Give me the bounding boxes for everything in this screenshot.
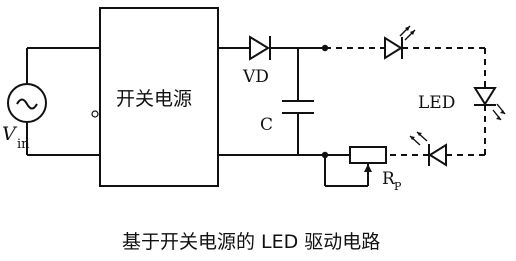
potentiometer-rp [324,146,387,187]
led-label: LED [418,93,455,113]
diode-label: VD [242,67,269,87]
pot-label: R [382,169,396,189]
capacitor-c [282,48,314,155]
led-3 [409,131,447,167]
ac-source [7,47,100,156]
caption: 基于开关电源的 LED 驱动电路 [122,231,380,253]
pot-subscript: P [394,180,402,193]
converter-label: 开关电源 [116,88,192,110]
source-subscript: in [17,137,30,152]
terminal-dot [91,110,99,118]
led-2 [473,87,506,121]
switching-power-supply-box [99,7,219,187]
source-label: V [2,123,18,145]
capacitor-label: C [260,115,273,135]
sine-wave-icon [16,98,38,110]
led-1 [384,25,416,60]
diode-vd [249,35,271,61]
